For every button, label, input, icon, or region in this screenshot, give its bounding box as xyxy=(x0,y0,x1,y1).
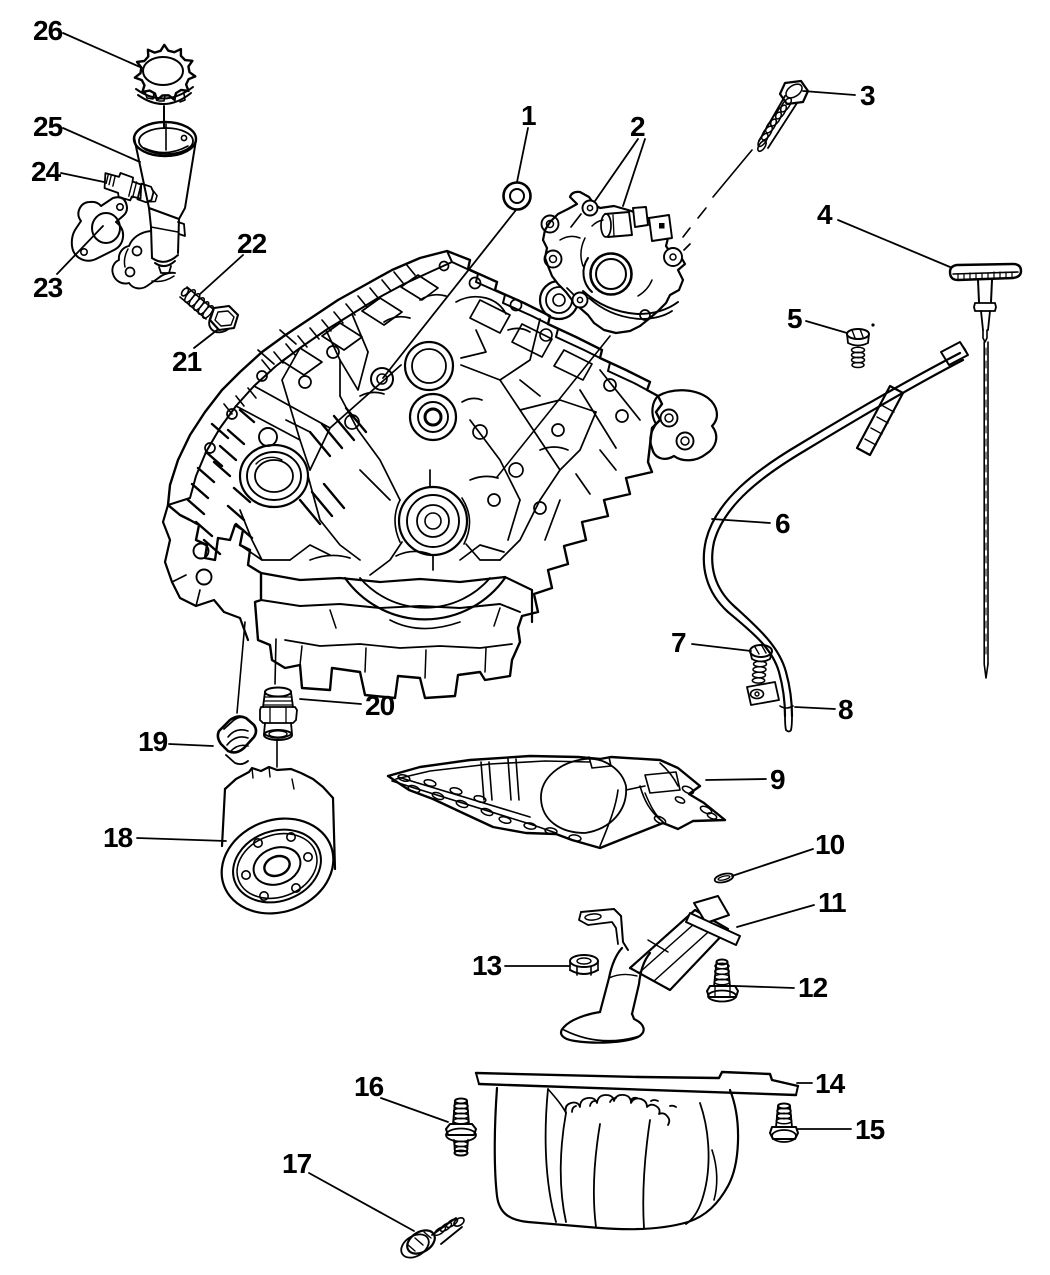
svg-text:22: 22 xyxy=(237,228,267,259)
svg-text:10: 10 xyxy=(815,829,845,860)
svg-text:13: 13 xyxy=(472,950,502,981)
svg-text:24: 24 xyxy=(31,156,62,187)
svg-text:8: 8 xyxy=(838,694,853,725)
svg-text:3: 3 xyxy=(860,80,875,111)
svg-text:26: 26 xyxy=(33,15,63,46)
svg-text:12: 12 xyxy=(798,972,828,1003)
svg-text:23: 23 xyxy=(33,272,63,303)
svg-text:14: 14 xyxy=(815,1068,846,1099)
svg-text:19: 19 xyxy=(138,726,168,757)
svg-text:4: 4 xyxy=(817,199,833,230)
svg-text:5: 5 xyxy=(787,303,802,334)
svg-text:17: 17 xyxy=(282,1148,312,1179)
svg-text:15: 15 xyxy=(855,1114,885,1145)
svg-text:9: 9 xyxy=(770,764,785,795)
svg-text:7: 7 xyxy=(671,627,686,658)
svg-text:18: 18 xyxy=(103,822,133,853)
svg-text:1: 1 xyxy=(521,100,536,131)
svg-text:25: 25 xyxy=(33,111,63,142)
svg-text:2: 2 xyxy=(630,111,645,142)
svg-text:6: 6 xyxy=(775,508,790,539)
svg-text:11: 11 xyxy=(818,887,846,918)
svg-text:21: 21 xyxy=(172,346,202,377)
svg-text:16: 16 xyxy=(354,1071,384,1102)
